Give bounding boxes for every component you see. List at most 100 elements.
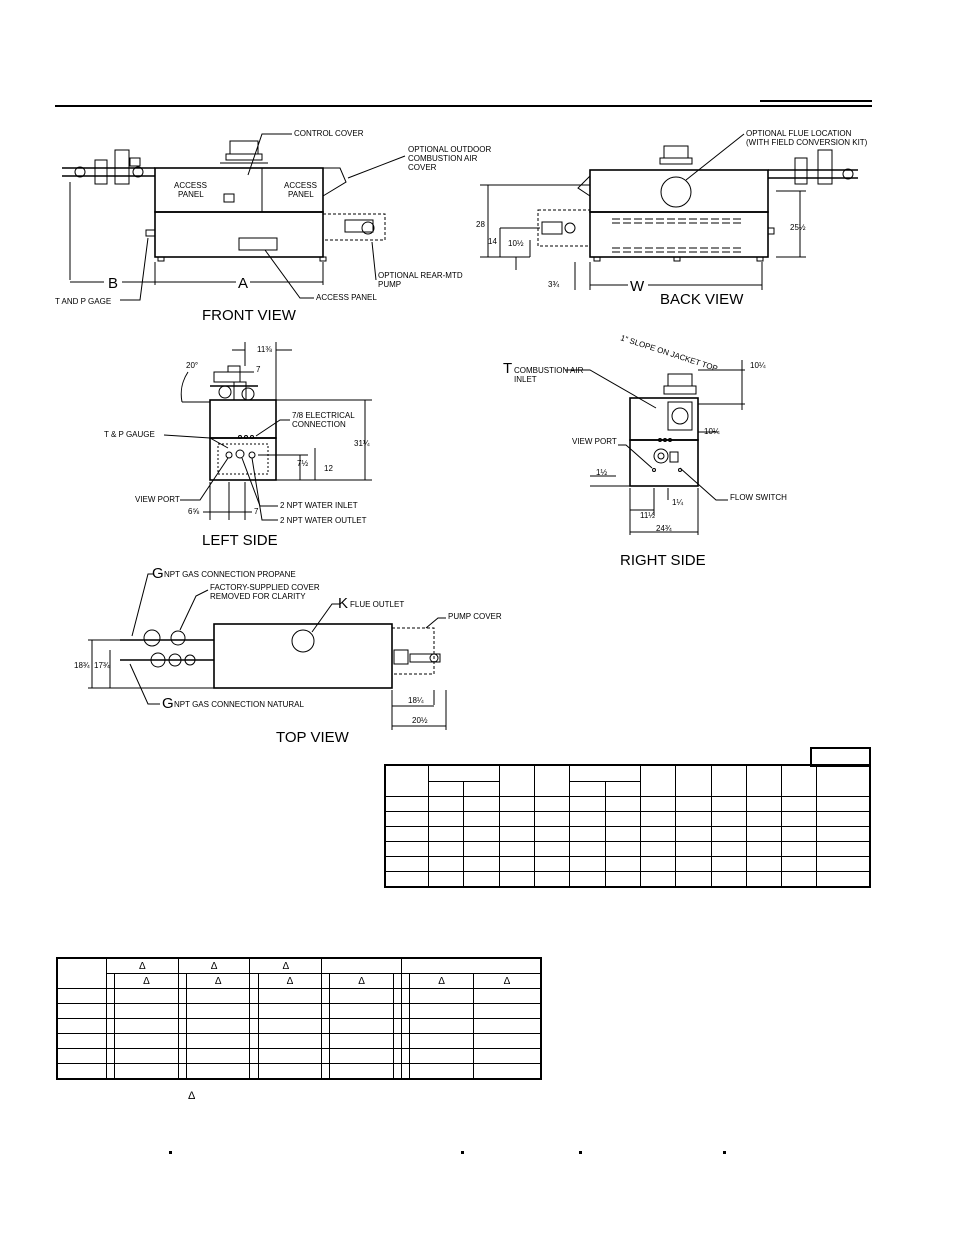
rear-pump-label-2: PUMP (378, 280, 401, 289)
dim-w: W (630, 278, 645, 295)
access-panel-right-1: ACCESS (284, 181, 317, 190)
dim-25-half: 25½ (790, 223, 806, 232)
table-row (385, 780, 870, 797)
left-side-view (163, 342, 372, 521)
footer-mark-1 (169, 1151, 172, 1154)
dim-14: 14 (488, 237, 497, 246)
back-view (480, 133, 858, 290)
access-panel-left-1: ACCESS (174, 181, 207, 190)
footer-mark-3 (579, 1151, 582, 1154)
tp-gauge-label: T & P GAUGE (104, 430, 155, 439)
access-panel-bottom-label: ACCESS PANEL (316, 293, 377, 302)
back-view-text: OPTIONAL FLUE LOCATION (WITH FIELD CONVE… (476, 129, 868, 308)
electrical-label-2: CONNECTION (292, 420, 346, 429)
control-cover-label: CONTROL COVER (294, 129, 364, 138)
delta-symbol: Δ (329, 973, 394, 989)
front-view-title: FRONT VIEW (202, 307, 297, 324)
dim-10-half: 10½ (508, 239, 524, 248)
right-side-view (565, 360, 745, 535)
slope-label: 1" SLOPE ON JACKET TOP (619, 333, 718, 373)
table-row (56, 1003, 542, 1019)
dim-31-1-4: 31¼ (354, 439, 370, 448)
table-row (384, 825, 871, 842)
delta-symbol: Δ (409, 973, 474, 989)
table-row (56, 1033, 542, 1049)
factory-cover-label-1: FACTORY-SUPPLIED COVER (210, 583, 320, 592)
dim-10-1-4-top: 10¼ (750, 361, 766, 370)
outdoor-cover-label-1: OPTIONAL OUTDOOR (408, 145, 491, 154)
dim-24-3-4: 24¾ (656, 524, 672, 533)
k-letter: K (338, 595, 348, 612)
view-port-label-left: VIEW PORT (135, 495, 180, 504)
factory-cover-label-2: REMOVED FOR CLARITY (210, 592, 306, 601)
outdoor-cover-label-3: COVER (408, 163, 437, 172)
right-side-title: RIGHT SIDE (620, 552, 706, 569)
flue-location-label-2: (WITH FIELD CONVERSION KIT) (746, 138, 868, 147)
dim-a: A (238, 275, 248, 292)
outdoor-cover-label-2: COMBUSTION AIR (408, 154, 478, 163)
dim-20-half: 20½ (412, 716, 428, 725)
dim-7-bottom: 7 (254, 507, 259, 516)
dim-3-3-4: 3¾ (548, 280, 559, 289)
top-view (88, 573, 447, 730)
delta-symbol: Δ (106, 957, 179, 974)
dim-1-half: 1½ (596, 468, 607, 477)
table-row (56, 1018, 542, 1034)
dim-1-1-4: 1¼ (672, 498, 683, 507)
delta-symbol: Δ (114, 973, 179, 989)
table-row (56, 1063, 542, 1080)
dim-b: B (108, 275, 118, 292)
table-row (384, 810, 871, 827)
dimensions-table (384, 764, 871, 888)
dim-12: 12 (324, 464, 333, 473)
g-natural-label: NPT GAS CONNECTION NATURAL (174, 700, 304, 709)
g-natural-letter: G (162, 695, 174, 712)
dim-18-3-4: 18¾ (74, 661, 90, 670)
pump-cover-label: PUMP COVER (448, 612, 502, 621)
combustion-t-letter: T (503, 360, 512, 377)
dim-11-3-8: 11⅜ (257, 345, 272, 354)
table-row (56, 988, 542, 1004)
table-row (384, 840, 871, 857)
delta-symbol: Δ (472, 973, 542, 989)
left-side-text: 20° 11⅜ 7 T & P GAUGE 7/8 ELECTRICAL CON… (104, 345, 370, 549)
front-view (62, 133, 406, 301)
table-row: Δ Δ Δ (56, 957, 542, 989)
flow-switch-label: FLOW SWITCH (730, 493, 787, 502)
dim-28: 28 (476, 220, 485, 229)
electrical-label-1: 7/8 ELECTRICAL (292, 411, 355, 420)
dim-6-5-8: 6⅝ (188, 507, 199, 516)
table-row (384, 764, 871, 797)
combustion-label-1: COMBUSTION AIR (514, 366, 584, 375)
dim-7-half: 7½ (297, 459, 308, 468)
table-row (384, 870, 871, 887)
dim-10-1-4-mid: 10¼ (704, 427, 720, 436)
table-row (56, 1048, 542, 1064)
water-outlet-label: 2 NPT WATER OUTLET (280, 516, 367, 525)
top-view-text: G NPT GAS CONNECTION PROPANE FACTORY-SUP… (74, 565, 502, 746)
dim-angle-20: 20° (186, 361, 198, 370)
delta-symbol: Δ (177, 957, 251, 974)
top-view-title: TOP VIEW (276, 729, 350, 746)
delta-symbol: Δ (249, 957, 323, 974)
access-panel-left-2: PANEL (178, 190, 204, 199)
front-view-text: CONTROL COVER OPTIONAL OUTDOOR COMBUSTIO… (55, 129, 491, 324)
flue-outlet-label: FLUE OUTLET (350, 600, 404, 609)
back-view-title: BACK VIEW (660, 291, 744, 308)
combustion-label-2: INLET (514, 375, 537, 384)
water-inlet-label: 2 NPT WATER INLET (280, 501, 358, 510)
flue-location-label-1: OPTIONAL FLUE LOCATION (746, 129, 852, 138)
footer-mark-2 (461, 1151, 464, 1154)
delta-symbol: Δ (257, 973, 323, 989)
footnote-delta: Δ (188, 1090, 196, 1102)
dim-11-half: 11½ (640, 511, 655, 520)
rear-pump-label-1: OPTIONAL REAR-MTD (378, 271, 463, 280)
table-row (384, 855, 871, 872)
left-side-title: LEFT SIDE (202, 532, 278, 549)
view-port-label-right: VIEW PORT (572, 437, 617, 446)
tp-gage-label: T AND P GAGE (55, 297, 111, 306)
right-side-text: 1" SLOPE ON JACKET TOP 10¼ T COMBUSTION … (503, 333, 787, 569)
